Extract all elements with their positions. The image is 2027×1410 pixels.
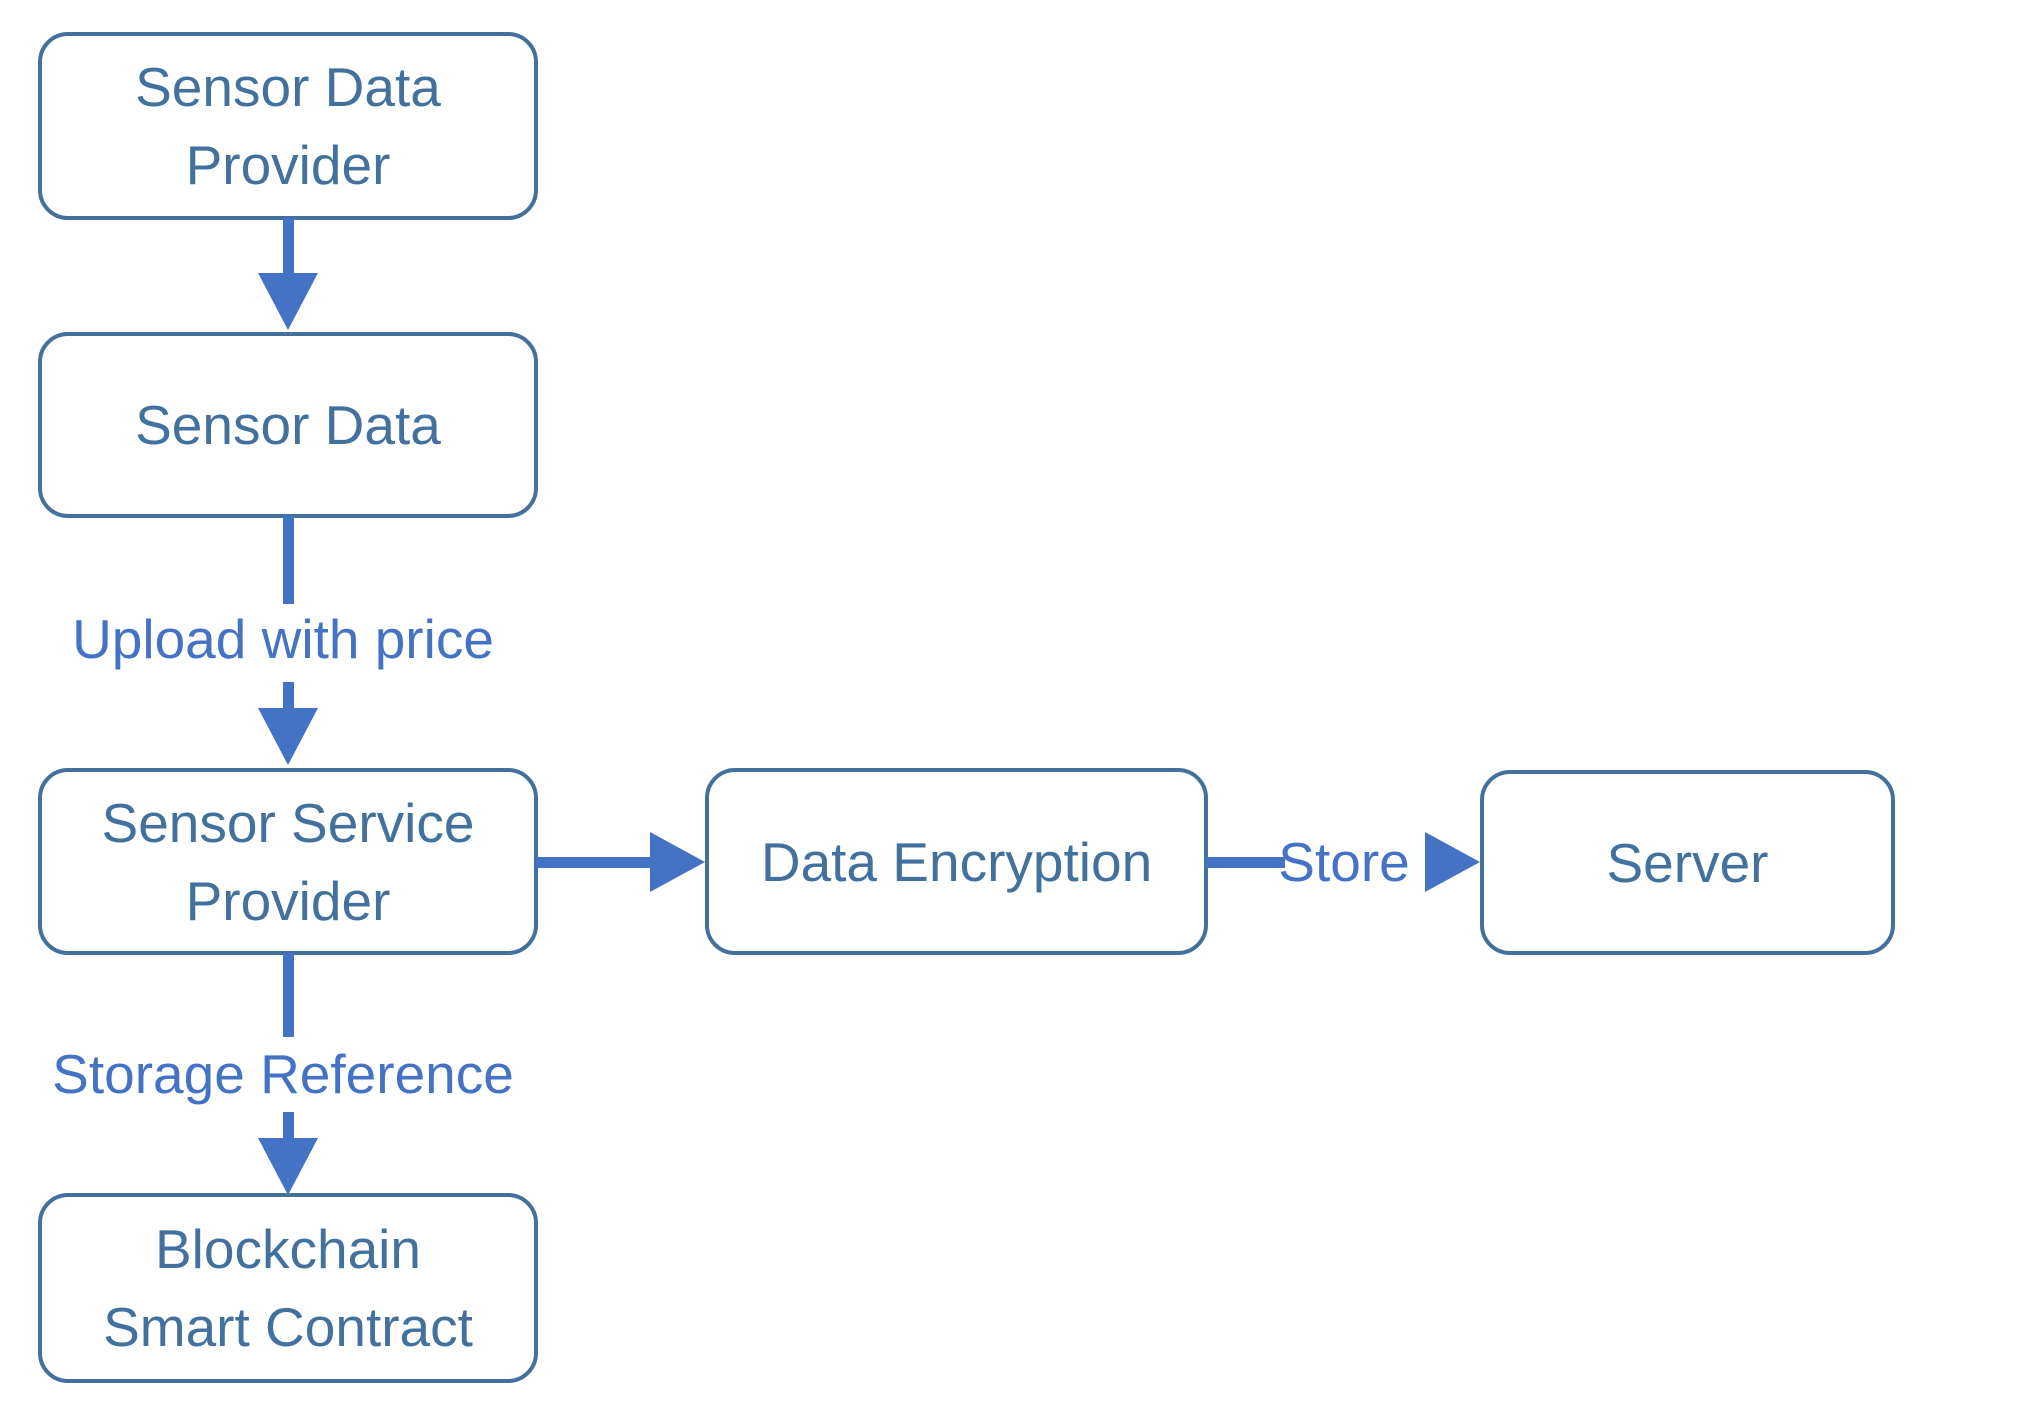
arrow-upload-stem-lower	[283, 682, 294, 710]
arrow-store-stem	[1206, 857, 1285, 868]
node-sensor-service-provider-label: Sensor Service Provider	[101, 791, 475, 932]
node-server-label: Server	[1606, 831, 1769, 894]
node-sensor-service-provider: Sensor Service Provider	[38, 768, 538, 955]
edge-label-upload-with-price: Upload with price	[72, 608, 494, 670]
edge-label-storage-reference: Storage Reference	[52, 1043, 514, 1105]
node-blockchain-smart-contract: Blockchain Smart Contract	[38, 1193, 538, 1383]
node-sensor-data-provider: Sensor Data Provider	[38, 32, 538, 220]
node-sensor-data-label: Sensor Data	[135, 394, 441, 456]
node-blockchain-smart-contract-label: Blockchain Smart Contract	[103, 1218, 473, 1358]
arrow-provider-to-sensor-data-stem	[283, 218, 294, 276]
arrow-upload-stem-upper	[283, 516, 294, 604]
arrowhead-right-icon	[1425, 832, 1480, 892]
arrow-service-to-encryption-stem	[536, 857, 652, 868]
node-data-encryption: Data Encryption	[705, 768, 1208, 955]
node-server: Server	[1480, 770, 1895, 955]
arrowhead-right-icon	[650, 832, 705, 892]
arrow-storage-stem-upper	[283, 953, 294, 1037]
node-sensor-data: Sensor Data	[38, 332, 538, 518]
arrowhead-down-icon	[258, 1138, 318, 1195]
arrowhead-down-icon	[258, 273, 318, 330]
edge-label-store: Store	[1278, 831, 1410, 893]
node-data-encryption-label: Data Encryption	[760, 830, 1153, 893]
node-sensor-data-provider-label: Sensor Data Provider	[135, 56, 441, 196]
arrowhead-down-icon	[258, 708, 318, 765]
arrow-storage-stem-lower	[283, 1112, 294, 1140]
